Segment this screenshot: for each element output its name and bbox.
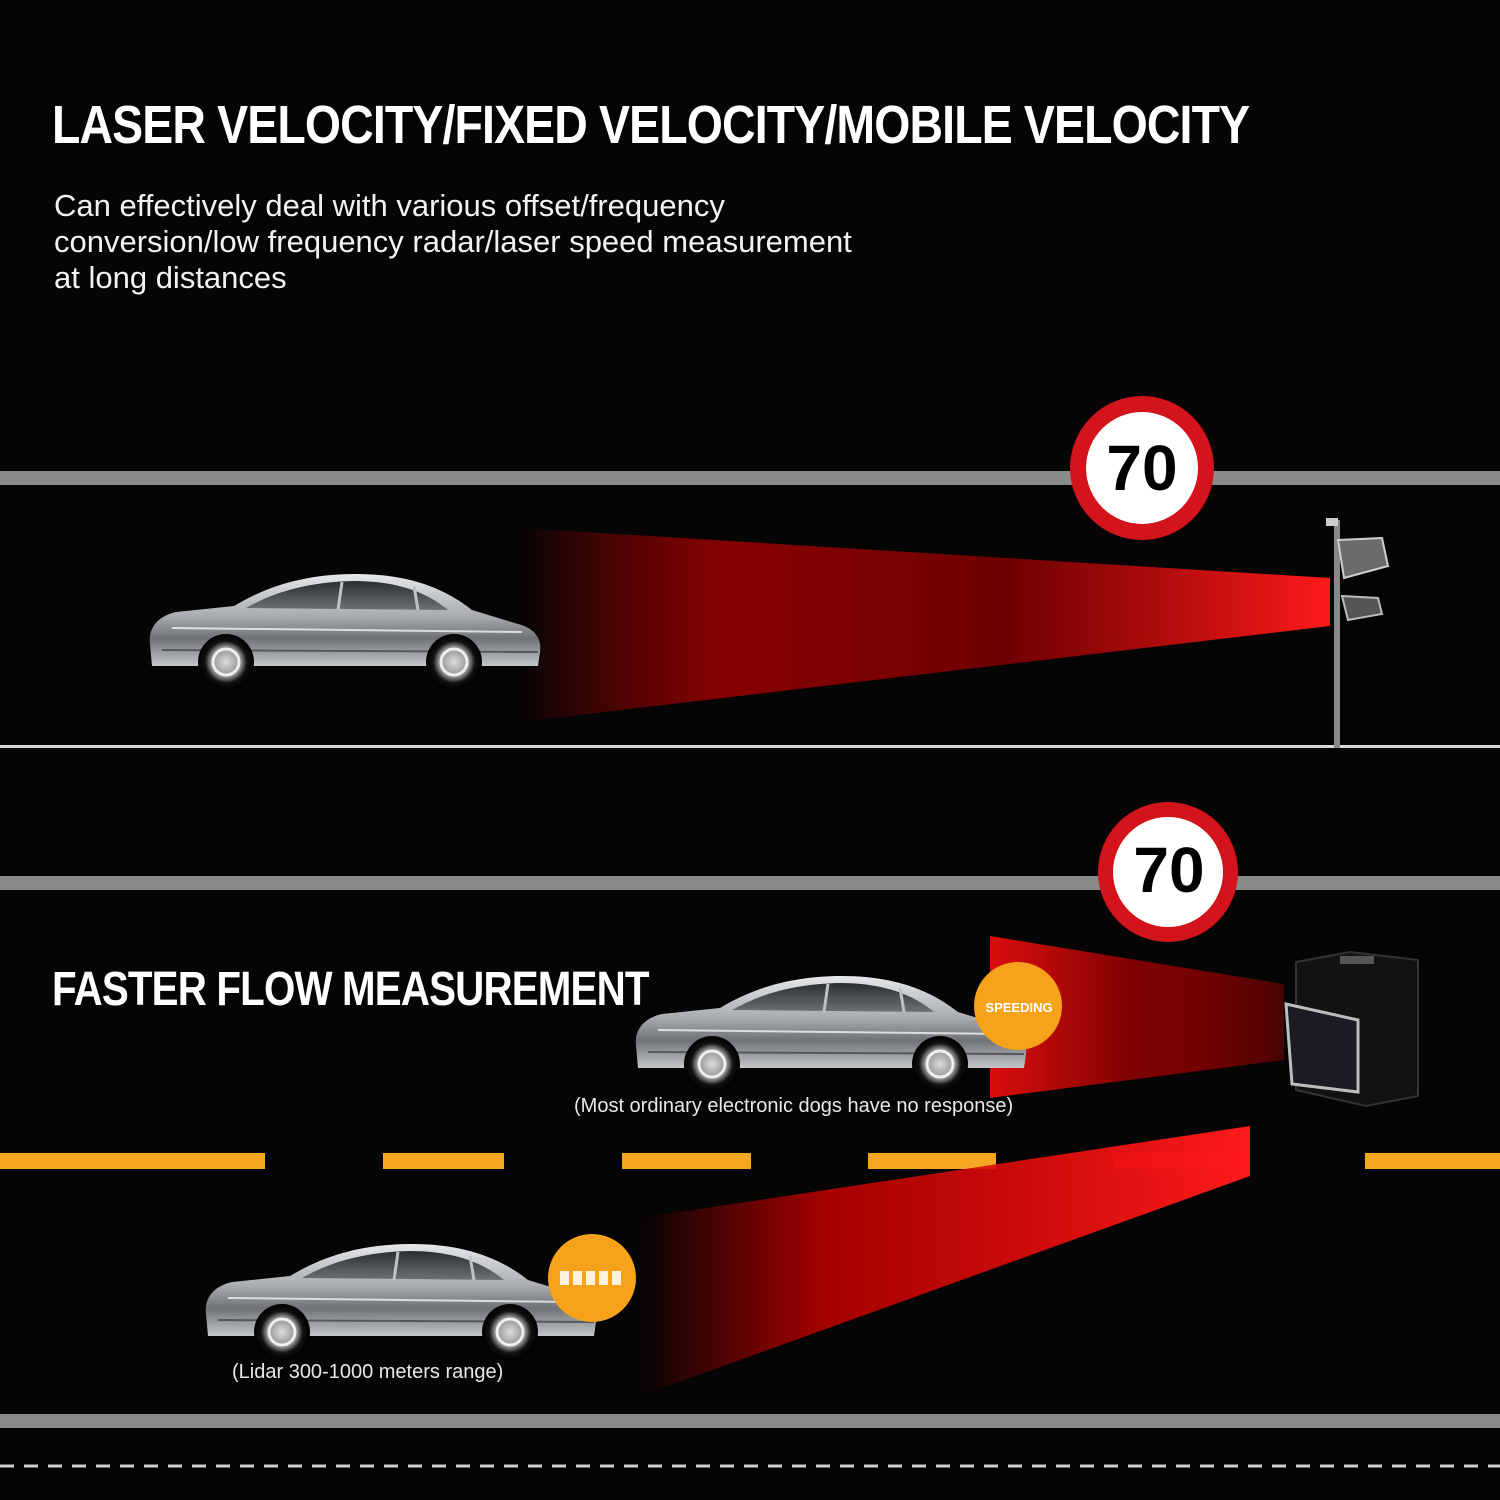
badge-glyphs	[560, 1271, 621, 1285]
speed-limit-value: 70	[1133, 834, 1205, 906]
laser-beam-lower-lane	[640, 1126, 1250, 1396]
speed-camera-icon	[1284, 950, 1419, 1108]
speeding-badge-icon	[974, 962, 1062, 1050]
speeding-badge-label: SPEEDING	[985, 1000, 1053, 1015]
laser-beam-top	[520, 528, 1330, 722]
car-icon	[148, 572, 542, 692]
page-title: LASER VELOCITY/FIXED VELOCITY/MOBILE VEL…	[52, 95, 1250, 155]
road-line-upper-bottom	[0, 745, 1500, 748]
speed-camera-icon	[1326, 518, 1390, 748]
road-edge-lower	[0, 1414, 1500, 1428]
caption-lower-car: (Lidar 300-1000 meters range)	[232, 1361, 504, 1383]
caption-upper-car: (Most ordinary electronic dogs have no r…	[574, 1095, 1014, 1117]
speed-limit-sign-icon	[1070, 396, 1214, 540]
car-icon	[204, 1242, 598, 1362]
road-edge-upper	[0, 471, 1500, 485]
lane-divider	[0, 1153, 1500, 1169]
description-text: Can effectively deal with various offset…	[54, 188, 852, 295]
road-edge-middle	[0, 876, 1500, 890]
speed-limit-value: 70	[1106, 432, 1178, 504]
section-title: FASTER FLOW MEASUREMENT	[52, 963, 650, 1016]
speed-limit-sign-icon	[1098, 802, 1238, 942]
car-icon	[634, 974, 1028, 1094]
laser-beam-upper-lane	[990, 936, 1284, 1098]
